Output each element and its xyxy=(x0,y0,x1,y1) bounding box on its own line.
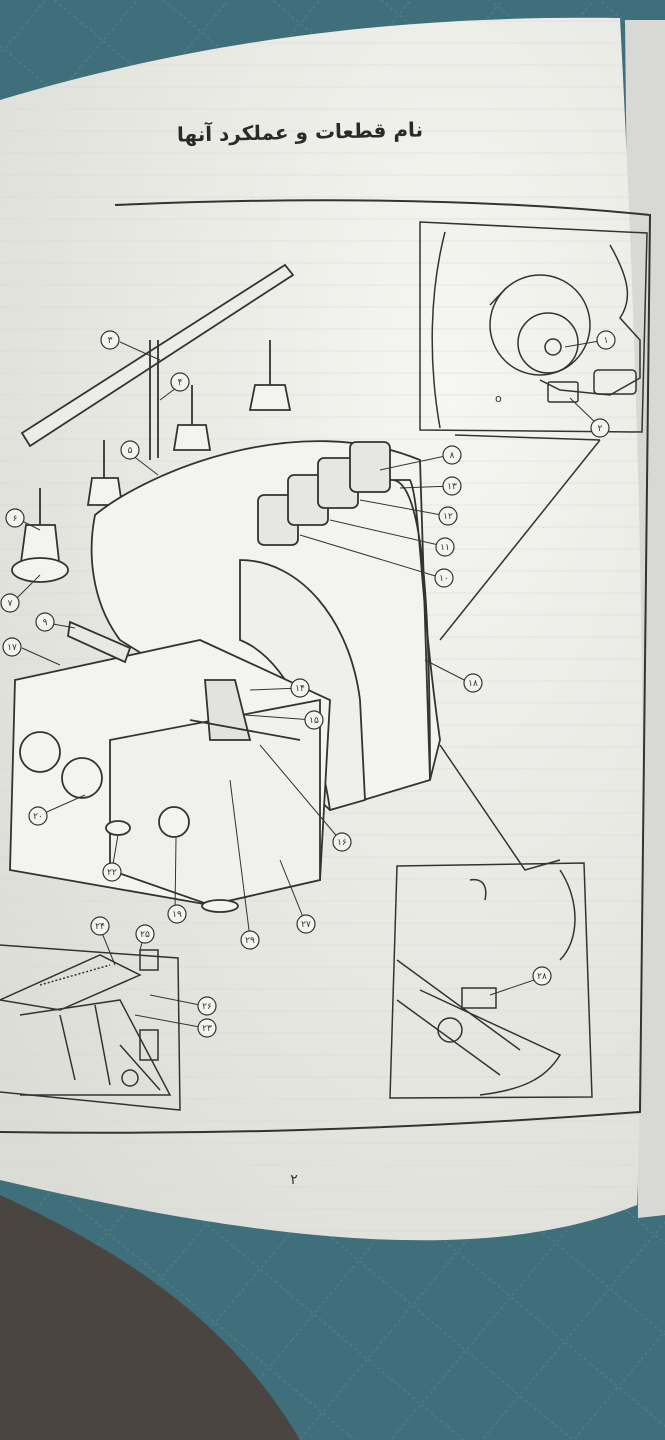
svg-text:۸: ۸ xyxy=(450,451,455,461)
svg-text:۶: ۶ xyxy=(13,514,18,524)
page-number: ۲ xyxy=(290,1172,298,1188)
svg-text:۱: ۱ xyxy=(604,336,609,346)
svg-text:o: o xyxy=(495,392,502,405)
svg-text:۱۳: ۱۳ xyxy=(447,482,457,492)
callout-labels: ۳ ۴ ۵ ۶ ۷ ۹ ۱۷ ۸ ۱۳ ۱۲ ۱۱ ۱۰ ۱۸ ۱۴ ۱۵ ۱۶… xyxy=(7,336,608,1034)
svg-text:۱۶: ۱۶ xyxy=(337,838,347,848)
svg-text:۲: ۲ xyxy=(598,424,603,434)
svg-text:۲۷: ۲۷ xyxy=(301,920,311,930)
svg-text:۲۳: ۲۳ xyxy=(202,1024,212,1034)
sofa-cushion xyxy=(0,1195,300,1440)
svg-text:۲۲: ۲۲ xyxy=(107,868,117,878)
callout-markers xyxy=(0,330,616,1038)
svg-text:۱۴: ۱۴ xyxy=(295,684,305,694)
svg-text:۲۴: ۲۴ xyxy=(95,922,105,932)
svg-text:۱۱: ۱۱ xyxy=(440,543,450,553)
svg-text:۱۹: ۱۹ xyxy=(172,910,182,920)
svg-text:۷: ۷ xyxy=(8,599,13,609)
svg-text:۱۷: ۱۷ xyxy=(7,643,17,653)
figure-frame xyxy=(0,199,652,1134)
svg-text:۱۲: ۱۲ xyxy=(443,512,453,522)
svg-text:۱۵: ۱۵ xyxy=(309,716,319,726)
inset-lower-connector xyxy=(439,744,561,871)
serger-machine xyxy=(9,263,441,913)
svg-text:۲۰: ۲۰ xyxy=(33,812,43,822)
svg-text:۳: ۳ xyxy=(108,336,113,346)
svg-text:۱۸: ۱۸ xyxy=(468,679,478,689)
inset-knife-detail xyxy=(0,949,172,1096)
svg-text:۱۰: ۱۰ xyxy=(439,574,449,584)
inset-power-switch: o xyxy=(419,221,648,433)
svg-text:۲۶: ۲۶ xyxy=(202,1002,212,1012)
inset-connector-lines xyxy=(439,434,601,641)
svg-text:۴: ۴ xyxy=(178,378,183,388)
svg-text:۵: ۵ xyxy=(128,446,133,456)
svg-text:۲۹: ۲۹ xyxy=(245,936,255,946)
svg-text:۲۵: ۲۵ xyxy=(140,930,150,940)
svg-text:۲۸: ۲۸ xyxy=(537,972,547,982)
svg-text:۹: ۹ xyxy=(43,618,48,628)
